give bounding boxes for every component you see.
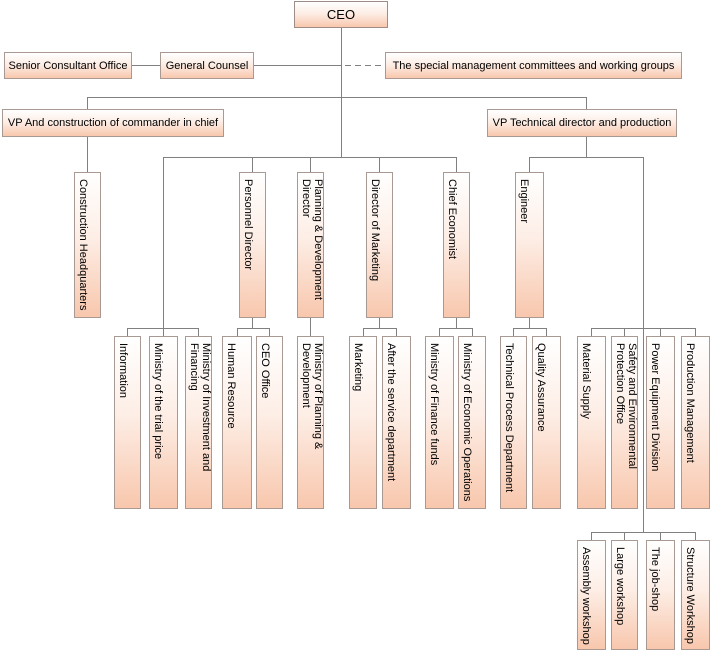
quality-assurance-label: Quality Assurance [535, 343, 547, 432]
finance-funds-box: Ministry of Finance funds [425, 336, 454, 509]
vp-construction-box: VP And construction of commander in chie… [2, 109, 224, 137]
job-shop-box: The job-shop [646, 540, 675, 650]
material-supply-box: Material Supply [577, 336, 606, 509]
human-resource-label: Human Resource [225, 343, 237, 429]
assembly-workshop-label: Assembly workshop [580, 547, 592, 645]
after-service-label: After the service department [385, 343, 397, 482]
investment-financing-box: Ministry of Investment and Financing [185, 336, 212, 509]
power-equipment-box: Power Equipment Division [646, 336, 675, 509]
marketing-unit-label: Marketing [352, 343, 364, 392]
ministry-planning-label: Ministry of Planning & Development [300, 343, 324, 450]
technical-process-label: Technical Process Department [503, 343, 515, 493]
large-workshop-box: Large workshop [611, 540, 638, 650]
information-box: Information [114, 336, 141, 509]
chief-economist-label: Chief Economist [446, 179, 458, 260]
trial-price-label: Ministry of the trial price [152, 343, 164, 460]
structure-workshop-box: Structure Workshop [681, 540, 710, 650]
engineer-box: Engineer [515, 172, 544, 318]
technical-process-box: Technical Process Department [500, 336, 527, 509]
marketing-director-label: Director of Marketing [369, 179, 381, 282]
planning-director-label: Planning & Development Director [300, 179, 324, 301]
large-workshop-label: Large workshop [614, 547, 626, 626]
economic-operations-box: Ministry of Economic Operations [458, 336, 486, 509]
quality-assurance-box: Quality Assurance [532, 336, 561, 509]
construction-headquarters-label: Construction Headquarters [77, 179, 89, 311]
marketing-director-box: Director of Marketing [366, 172, 393, 318]
ceo-office-label: CEO Office [259, 343, 271, 399]
investment-financing-label: Ministry of Investment and Financing [188, 343, 212, 472]
economic-operations-label: Ministry of Economic Operations [461, 343, 473, 502]
engineer-label: Engineer [518, 179, 530, 224]
job-shop-label: The job-shop [649, 547, 661, 612]
finance-funds-label: Ministry of Finance funds [428, 343, 440, 466]
information-label: Information [117, 343, 129, 399]
material-supply-label: Material Supply [580, 343, 592, 419]
personnel-director-box: Personnel Director [239, 172, 266, 318]
personnel-director-label: Personnel Director [242, 179, 254, 271]
ceo-office-box: CEO Office [256, 336, 283, 509]
planning-director-box: Planning & Development Director [297, 172, 324, 318]
safety-environmental-label: Safety and Environmental Protection Offi… [614, 343, 638, 469]
safety-environmental-box: Safety and Environmental Protection Offi… [611, 336, 638, 509]
trial-price-box: Ministry of the trial price [149, 336, 178, 509]
vp-technical-box: VP Technical director and production [487, 109, 677, 137]
marketing-unit-box: Marketing [349, 336, 377, 509]
assembly-workshop-box: Assembly workshop [577, 540, 606, 650]
senior-consultant-office-box: Senior Consultant Office [4, 52, 132, 79]
structure-workshop-label: Structure Workshop [684, 547, 696, 645]
ministry-planning-box: Ministry of Planning & Development [297, 336, 324, 509]
committees-box: The special management committees and wo… [385, 52, 682, 79]
ceo-box: CEO [294, 1, 388, 28]
power-equipment-label: Power Equipment Division [649, 343, 661, 472]
general-counsel-box: General Counsel [160, 52, 254, 79]
after-service-box: After the service department [382, 336, 411, 509]
production-management-box: Production Management [681, 336, 710, 509]
human-resource-box: Human Resource [222, 336, 252, 509]
production-management-label: Production Management [684, 343, 696, 463]
construction-headquarters-box: Construction Headquarters [74, 172, 101, 318]
chief-economist-box: Chief Economist [443, 172, 470, 318]
